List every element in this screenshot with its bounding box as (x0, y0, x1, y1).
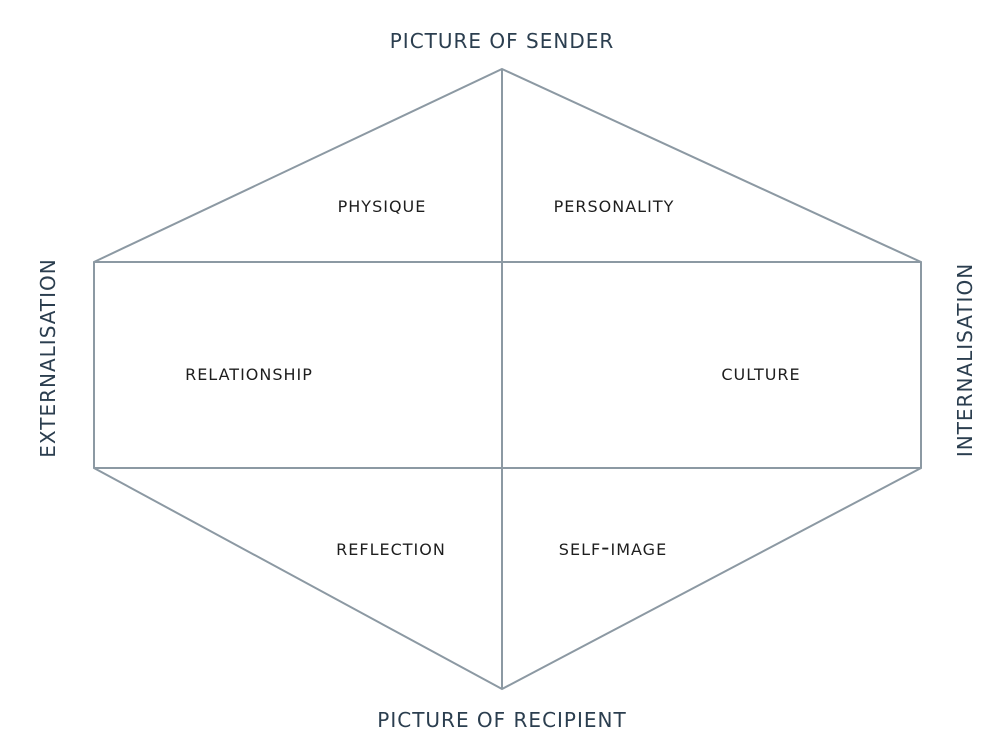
facet-personality-label: personality (554, 192, 675, 218)
facet-reflection-label: reflection (336, 535, 446, 561)
facet-culture-label: culture (721, 360, 800, 386)
right-axis-label: INTERNALISATION (953, 263, 977, 457)
top-axis-label: PICTURE OF SENDER (390, 29, 615, 53)
facet-relationship-label: relationship (185, 360, 313, 386)
left-axis-label: EXTERNALISATION (36, 258, 60, 457)
facet-physique-label: physique (338, 192, 427, 218)
facet-self-image-label: self-image (559, 535, 667, 561)
bottom-axis-label: PICTURE OF RECIPIENT (377, 708, 626, 732)
